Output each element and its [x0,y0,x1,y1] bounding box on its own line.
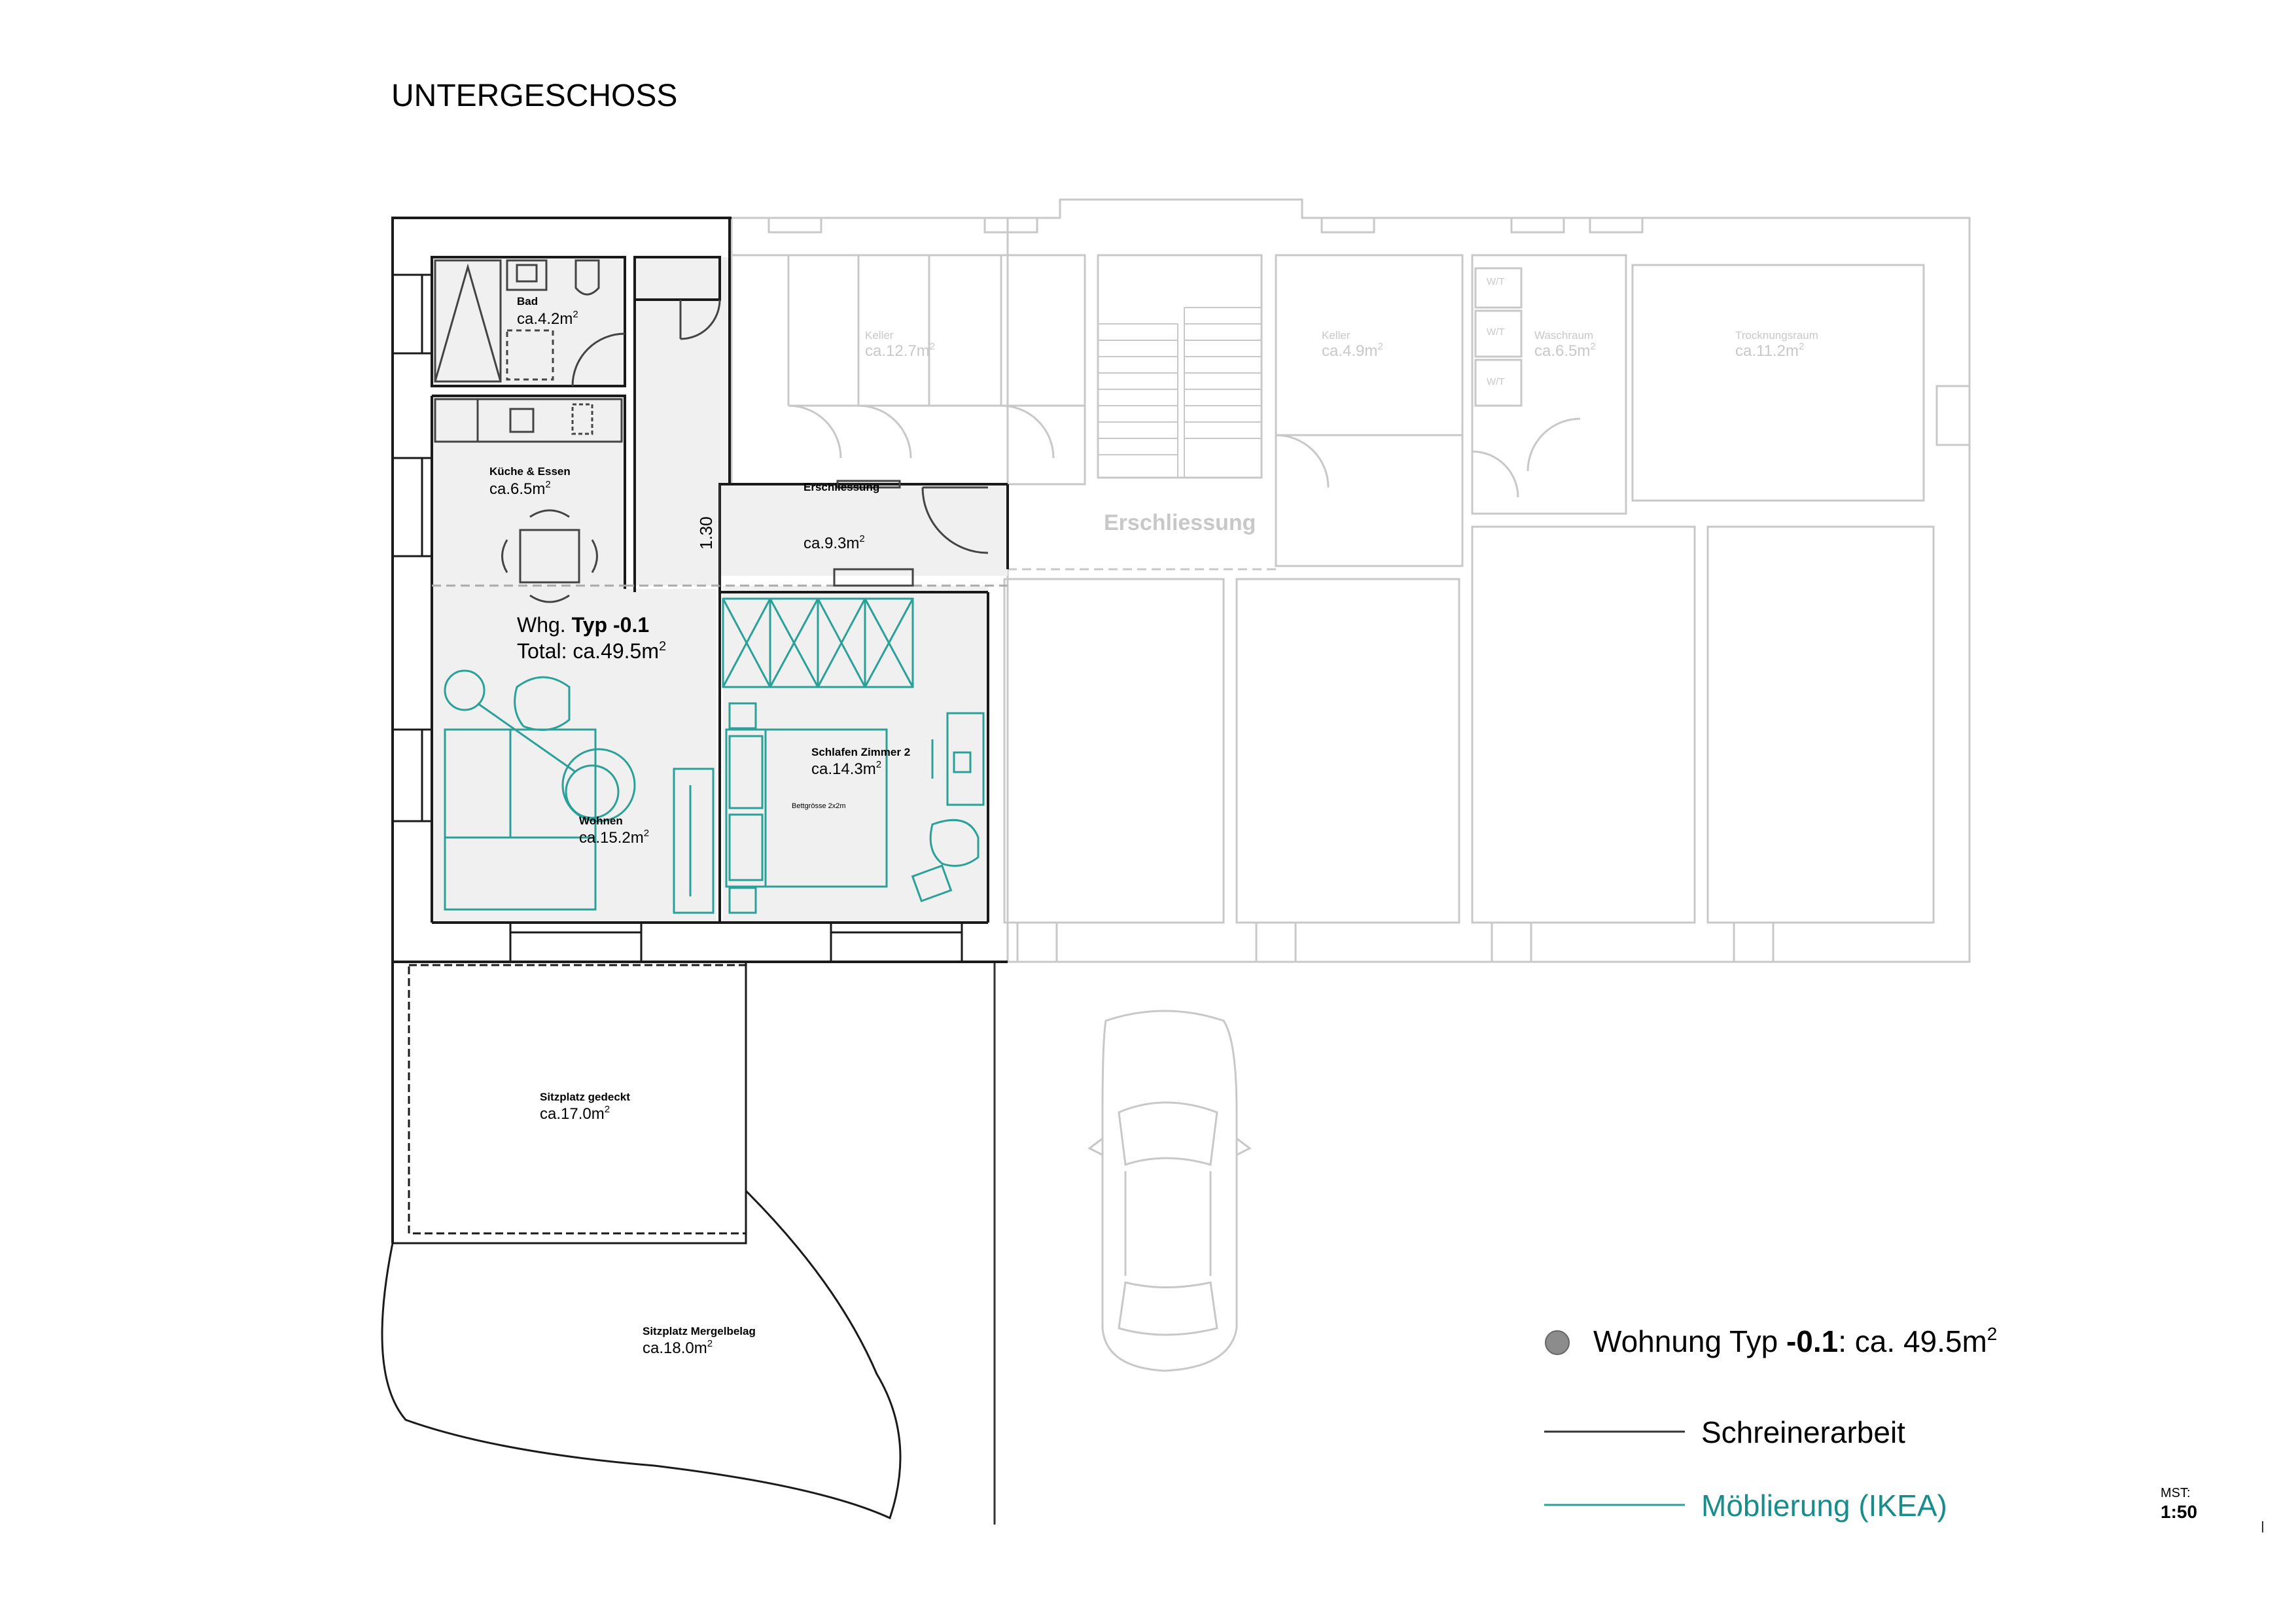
room-name-sitzplatz-mergel: Sitzplatz Mergelbelag [643,1325,756,1337]
room-name-sitzplatz-gedeckt: Sitzplatz gedeckt [540,1091,630,1103]
legend-carpentry-text: Schreinerarbeit [1701,1415,1905,1449]
dimension-marker: 1.30 [696,484,720,586]
wt-label-3: W/T [1487,376,1505,387]
apartment-label: Whg. Typ -0.1 Total: ca.49.5m2 [517,613,666,663]
room-name-wohnen: Wohnen [579,815,623,827]
room-name-trocknungsraum: Trocknungsraum [1735,329,1818,342]
dining-table [501,509,598,603]
legend-furniture-text: Möblierung (IKEA) [1701,1489,1947,1523]
ikea-furniture [444,597,985,914]
apartment-total: Total: ca.49.5m2 [517,639,666,663]
room-labels: Bad ca.4.2m2 Küche & Essen ca.6.5m2 Ersc… [489,276,1818,1357]
plan-title: UNTERGESCHOSS [391,79,677,113]
room-area-keller-2: ca.4.9m2 [1322,341,1383,360]
wt-label-2: W/T [1487,327,1505,338]
room-name-keller-2: Keller [1322,329,1351,342]
wt-label-1: W/T [1487,276,1505,287]
legend: Wohnung Typ -0.1: ca. 49.5m2 Schreinerar… [1544,1324,1997,1523]
room-area-erschliessung: ca.9.3m2 [804,533,865,552]
circulation-doors [679,299,989,587]
apartment-windows [391,274,963,963]
building-outline-grey [730,198,1971,963]
room-area-sitzplatz-gedeckt: ca.17.0m2 [540,1104,610,1123]
room-name-erschliessung: Erschliessung [804,481,879,493]
kitchen-fixtures [432,398,1008,587]
room-name-kueche: Küche & Essen [489,465,571,478]
room-area-waschraum: ca.6.5m2 [1534,341,1596,360]
scale-value: 1:50 [2161,1502,2197,1522]
dimension-label: 1.30 [696,516,716,550]
room-area-bad: ca.4.2m2 [517,309,578,328]
circulation-label: Erschliessung [1104,510,1256,535]
room-name-waschraum: Waschraum [1534,329,1593,342]
apartment-type: Whg. Typ -0.1 [517,613,649,637]
room-area-kueche: ca.6.5m2 [489,479,551,498]
room-area-wohnen: ca.15.2m2 [579,828,649,847]
scale-label: MST: [2161,1486,2191,1500]
legend-apartment-text: Wohnung Typ -0.1: ca. 49.5m2 [1593,1324,1997,1358]
room-area-schlafen: ca.14.3m2 [811,759,881,778]
room-name-schlafen: Schlafen Zimmer 2 [811,746,910,758]
bathroom-fixtures [434,259,626,387]
room-area-sitzplatz-mergel: ca.18.0m2 [643,1338,713,1357]
room-area-keller-1: ca.12.7m2 [865,341,935,360]
room-name-bad: Bad [517,295,538,308]
bed-size-note: Bettgrösse 2x2m [792,802,846,810]
room-name-keller-1: Keller [865,329,894,342]
room-area-trocknungsraum: ca.11.2m2 [1735,341,1804,360]
outdoor-areas [381,962,902,1520]
scale-note: MST: 1:50 [2161,1486,2263,1532]
car-icon [1087,1010,1252,1372]
apartment-shell [432,257,1008,923]
legend-apartment-marker-icon [1545,1330,1570,1355]
